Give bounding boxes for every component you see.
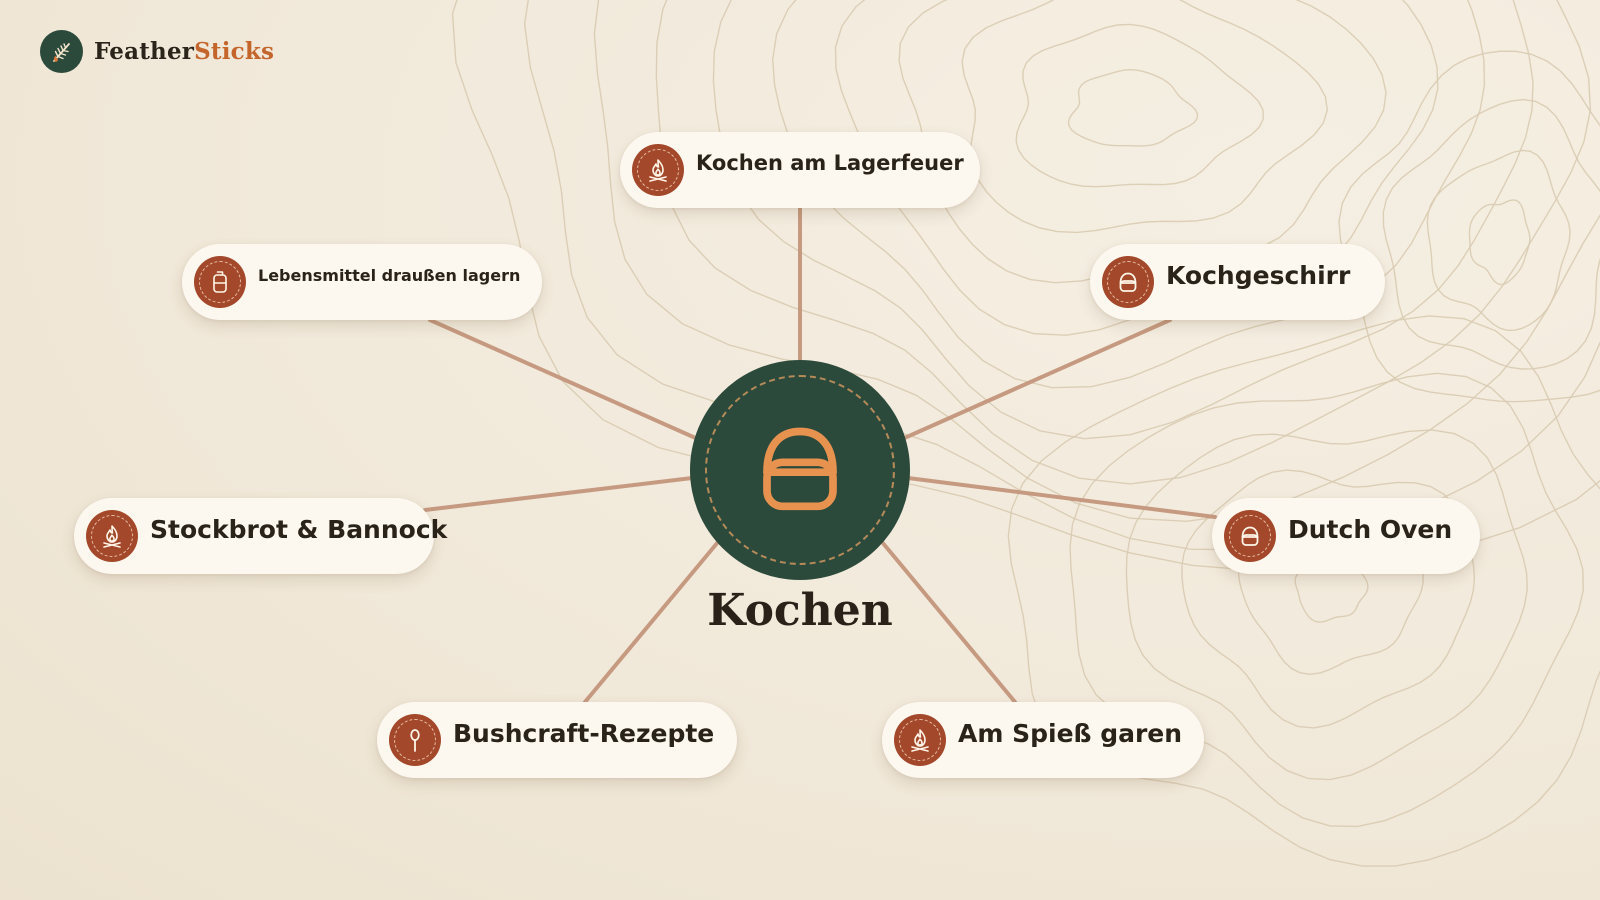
hub-title: Kochen bbox=[707, 585, 893, 636]
contour-line bbox=[1338, 50, 1600, 403]
contour-line bbox=[1015, 23, 1265, 188]
brand-name-part1: Feather bbox=[94, 38, 195, 65]
campfire-icon bbox=[632, 144, 684, 196]
contour-line bbox=[898, 0, 1387, 284]
contour-line bbox=[1426, 149, 1571, 332]
contour-line bbox=[523, 0, 1600, 551]
node-label: Kochen am Lagerfeuer bbox=[696, 151, 964, 175]
contour-line bbox=[1007, 315, 1600, 867]
contour-line bbox=[1067, 68, 1199, 147]
node-am-spiess-garen[interactable]: Am Spieß garen bbox=[882, 702, 1204, 778]
brand-logo[interactable]: FeatherSticks bbox=[40, 30, 274, 73]
node-label: Dutch Oven bbox=[1288, 514, 1453, 544]
cooking-pot-icon bbox=[763, 427, 837, 511]
brand-name: FeatherSticks bbox=[94, 38, 274, 65]
contour-line bbox=[1382, 98, 1600, 370]
node-label: Kochgeschirr bbox=[1166, 260, 1351, 290]
node-stockbrot-bannock[interactable]: Stockbrot & Bannock bbox=[74, 498, 447, 574]
node-label: Lebensmittel draußen lagern bbox=[258, 265, 521, 285]
connector-lebensmittel-draussen-lagern bbox=[428, 318, 702, 442]
node-lebensmittel-draussen-lagern[interactable]: Lebensmittel draußen lagern bbox=[182, 244, 542, 320]
cooking-pot-icon bbox=[1224, 510, 1276, 562]
cooking-spoon-icon bbox=[389, 714, 441, 766]
connector-dutch-oven bbox=[906, 476, 1217, 519]
feather-fire-icon bbox=[40, 30, 83, 73]
campfire-icon bbox=[86, 510, 138, 562]
campfire-icon bbox=[894, 714, 946, 766]
cooking-pot-icon bbox=[1102, 256, 1154, 308]
connector-kochgeschirr bbox=[898, 318, 1172, 442]
connector-stockbrot-bannock bbox=[423, 476, 694, 512]
node-bushcraft-rezepte[interactable]: Bushcraft-Rezepte bbox=[377, 702, 737, 778]
node-label: Am Spieß garen bbox=[958, 718, 1183, 748]
contour-line bbox=[961, 0, 1329, 234]
node-label: Bushcraft-Rezepte bbox=[453, 718, 715, 748]
brand-name-part2: Sticks bbox=[194, 38, 275, 65]
food-container-icon bbox=[194, 256, 246, 308]
contour-line bbox=[451, 0, 1600, 572]
contour-line bbox=[1468, 199, 1531, 286]
node-kochen-am-lagerfeuer[interactable]: Kochen am Lagerfeuer bbox=[620, 132, 980, 208]
node-dutch-oven[interactable]: Dutch Oven bbox=[1212, 498, 1480, 574]
node-label: Stockbrot & Bannock bbox=[150, 514, 448, 544]
node-kochgeschirr[interactable]: Kochgeschirr bbox=[1090, 244, 1385, 320]
hub-node-kochen[interactable] bbox=[690, 360, 910, 580]
